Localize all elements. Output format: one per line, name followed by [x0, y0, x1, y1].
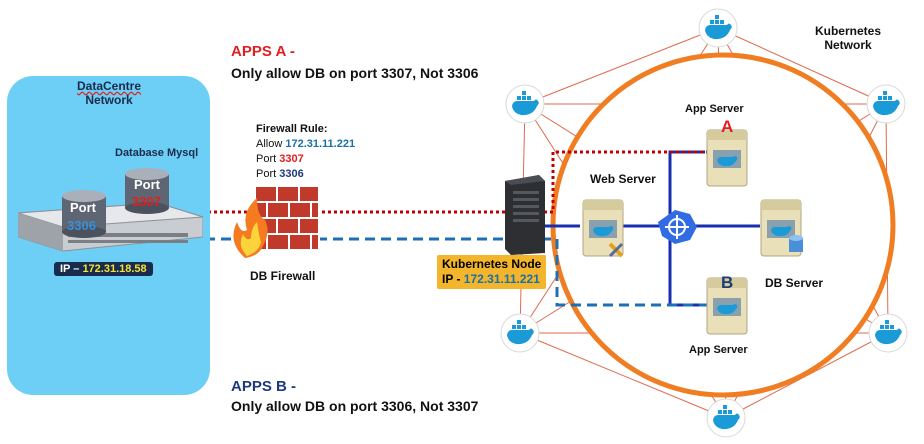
firewall-port-b-prefix: Port: [256, 168, 280, 180]
firewall-rule-allow: Allow 172.31.11.221: [256, 137, 355, 152]
app-server-b-label: App Server: [689, 344, 748, 356]
firewall-port-a-value: 3307: [279, 153, 304, 165]
kubernetes-node-ip-value: 172.31.11.221: [463, 272, 540, 286]
app-server-a-badge: A: [721, 117, 734, 136]
firewall-port-a-prefix: Port: [256, 153, 280, 165]
kubernetes-node-ip-prefix: IP -: [442, 272, 464, 286]
kubernetes-node-ip: IP - 172.31.11.221: [442, 272, 541, 287]
link-apps-a: [176, 150, 709, 214]
db-server-label: DB Server: [765, 276, 824, 290]
kubernetes-node-tower: [505, 175, 545, 255]
db1-port-label: Port: [70, 200, 96, 215]
firewall-rule-title: Firewall Rule:: [256, 123, 328, 135]
rack-server: [18, 203, 203, 252]
web-server-label: Web Server: [590, 172, 656, 186]
datacentre-ip-prefix: IP –: [60, 263, 83, 275]
db1-port-value: 3306: [67, 218, 96, 233]
db2-port-value: 3307: [132, 194, 161, 209]
apps-b-title: APPS B -: [231, 378, 297, 395]
firewall-rule: Firewall Rule: Allow 172.31.11.221 Port …: [256, 122, 355, 182]
firewall-rule-port-b: Port 3306: [256, 167, 355, 182]
kubernetes-network-line1: Kubernetes: [814, 24, 882, 38]
firewall-rule-port-a: Port 3307: [256, 152, 355, 167]
db-cylinder-3306: [62, 190, 106, 238]
firewall-port-b-value: 3306: [279, 168, 304, 180]
kubernetes-node-title: Kubernetes Node: [442, 257, 542, 271]
datacentre-title-line1: DataCentre: [76, 79, 142, 93]
link-apps-b: [155, 237, 709, 307]
kubernetes-node-label: Kubernetes Node IP - 172.31.11.221: [437, 255, 547, 289]
apps-a-title: APPS A -: [231, 43, 295, 60]
firewall-icon: [233, 185, 320, 258]
kubernetes-network-line2: Network: [824, 38, 872, 52]
app-server-a-label: App Server: [685, 103, 744, 115]
datacentre-title-line2: Network: [85, 93, 133, 107]
kubernetes-network-title: Kubernetes Network: [808, 24, 888, 52]
db-cylinder-3307: [125, 168, 169, 214]
database-label: Database Mysql: [115, 147, 199, 159]
app-server-b-badge: B: [721, 273, 734, 292]
apps-a-subtitle: Only allow DB on port 3307, Not 3306: [231, 65, 479, 81]
apps-b-subtitle: Only allow DB on port 3306, Not 3307: [231, 398, 479, 414]
datacentre-ip-value: 172.31.18.58: [82, 263, 147, 275]
firewall-allow-prefix: Allow: [256, 138, 286, 150]
datacentre-ip-badge: IP – 172.31.18.58: [54, 262, 153, 276]
firewall-label: DB Firewall: [250, 269, 316, 283]
db2-port-label: Port: [134, 177, 160, 192]
firewall-allow-ip: 172.31.11.221: [285, 138, 356, 150]
datacentre-title: DataCentre Network: [55, 79, 163, 107]
